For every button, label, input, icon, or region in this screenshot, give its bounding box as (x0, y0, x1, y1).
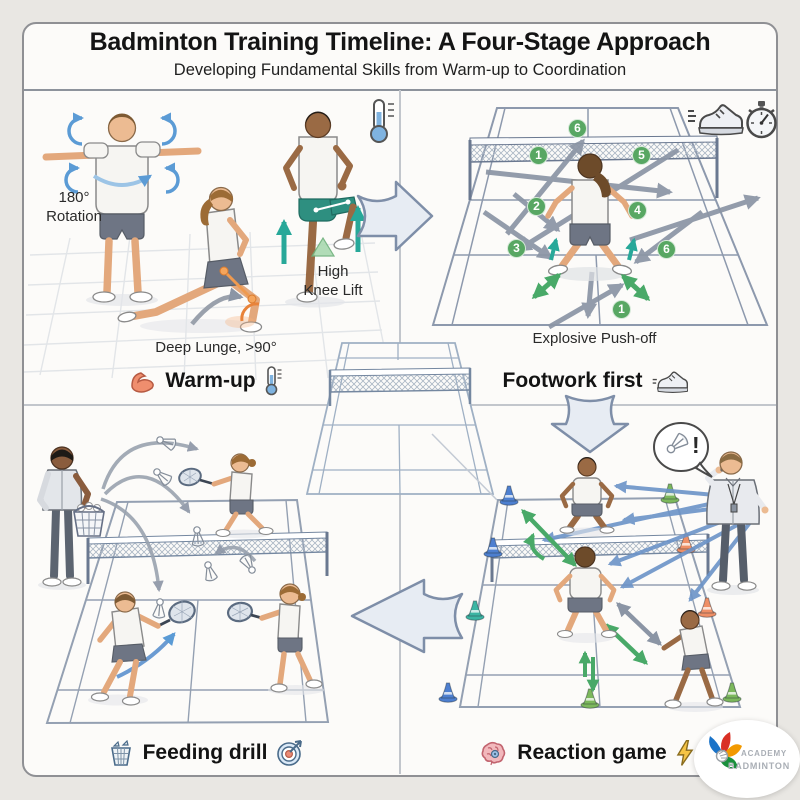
speech-bubble (653, 422, 713, 478)
footwork-player (545, 153, 635, 281)
reaction-player-3 (661, 610, 724, 712)
reaction-coach (705, 451, 769, 595)
alert-mark: ! (692, 432, 700, 458)
center-court (305, 342, 495, 495)
feeding-player-girl (226, 583, 324, 695)
step-number: 3 (507, 239, 526, 258)
feeding-player-boy (88, 591, 196, 706)
reaction-player-2 (553, 546, 618, 643)
warmup-scene (23, 99, 394, 381)
feeding-coach (37, 446, 105, 590)
step-number: 6 (568, 119, 587, 138)
step-number: 1 (612, 300, 631, 319)
warmup-caption-label: Warm-up (165, 369, 256, 392)
basket-icon (110, 739, 131, 766)
lightning-icon (676, 739, 694, 766)
figure-arm-rotation (42, 113, 202, 306)
logo-shuttle-swirl-icon (709, 732, 742, 769)
step-number: 2 (527, 197, 546, 216)
brain-icon (481, 741, 506, 766)
footwork-caption: Footwork first (486, 363, 704, 399)
reaction-arrows (521, 509, 662, 693)
figure-high-knee (275, 111, 366, 308)
lunge-label: Deep Lunge, >90° (155, 339, 277, 356)
thermometer-icon (265, 366, 282, 396)
reaction-player-1 (559, 457, 615, 537)
step-number: 1 (529, 146, 548, 165)
thermometer-icon (370, 99, 394, 143)
figure-deep-lunge (117, 186, 263, 333)
feeding-caption-label: Feeding drill (142, 741, 268, 764)
step-number: 5 (632, 146, 651, 165)
feeding-scene (37, 432, 330, 725)
target-icon (277, 740, 303, 766)
pushoff-arrows (531, 237, 651, 302)
reaction-caption: Reaction game (462, 735, 710, 771)
logo-text-line2: BADMINTON (728, 761, 791, 771)
step-number: 4 (628, 201, 647, 220)
page-subtitle: Developing Fundamental Skills from Warm-… (173, 61, 627, 79)
bicep-icon (131, 372, 155, 393)
footwork-caption-label: Footwork first (502, 369, 643, 392)
page-title: Badminton Training Timeline: A Four-Stag… (89, 28, 711, 56)
stopwatch-icon (746, 101, 777, 139)
footwork-direction-arrows (482, 138, 761, 330)
shuttle-basket (73, 502, 105, 537)
reaction-scene (431, 422, 769, 712)
pushoff-label: Explosive Push-off (532, 330, 657, 347)
rotation-label: 180° Rotation (46, 189, 102, 225)
shuttle-trajectories (100, 440, 257, 593)
sneaker-icon (652, 371, 688, 393)
arrow-warmup-to-footwork (356, 180, 434, 252)
logo-text-line1: ACADEMY (741, 749, 788, 758)
arrow-footwork-to-reaction (550, 394, 630, 454)
sneaker-icon (688, 104, 744, 136)
knee-lift-label: High Knee Lift (303, 263, 363, 299)
rotation-arrows (64, 112, 180, 194)
stage-flow-arrows (350, 180, 630, 654)
step-number: 6 (657, 240, 676, 259)
warmup-caption: Warm-up (108, 363, 303, 399)
feeding-caption: Feeding drill (92, 735, 320, 771)
arrow-reaction-to-feeding (350, 578, 464, 654)
footwork-scene (431, 101, 777, 330)
reaction-caption-label: Reaction game (517, 741, 667, 764)
feeding-player-far (178, 453, 274, 539)
academy-logo: ACADEMY BADMINTON (694, 720, 800, 798)
